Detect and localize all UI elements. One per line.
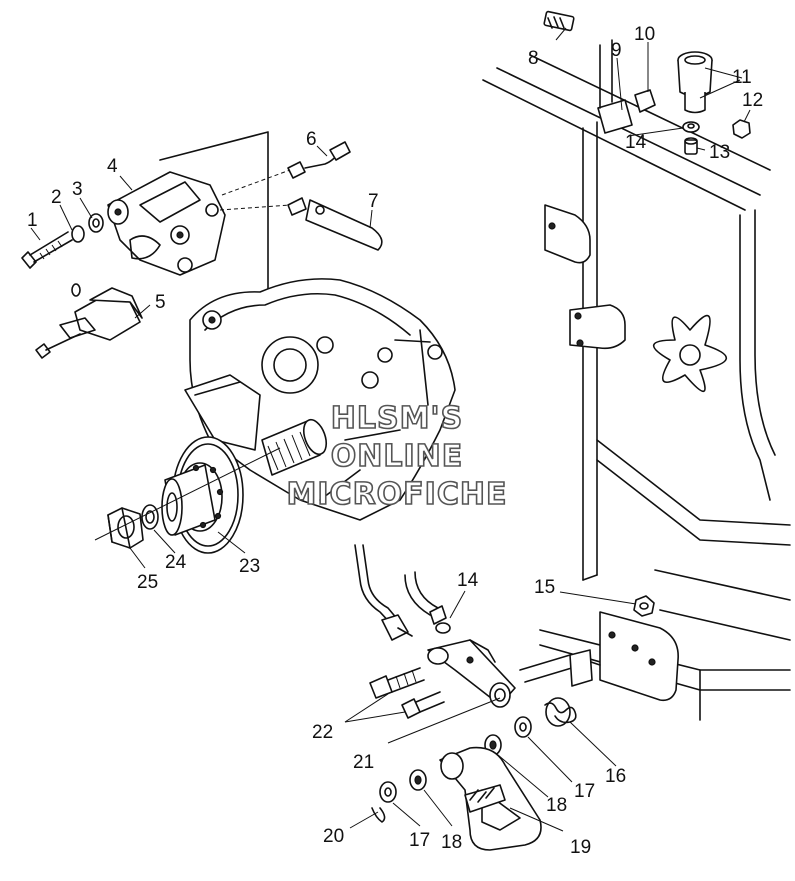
callout-4: 4 [107,156,118,177]
watermark-line-2: ONLINE [331,439,464,474]
watermark-line-1: HLSM'S [331,401,463,436]
watermark: HLSM'S ONLINE MICROFICHE [286,400,508,513]
callout-2: 2 [51,187,62,208]
chassis-frame [482,54,791,721]
callout-labels: 1 2 3 4 5 6 7 8 9 10 11 12 13 14 14 15 1… [27,24,763,858]
callout-14-upper: 14 [625,132,647,153]
callout-23: 23 [239,556,260,577]
callout-20: 20 [323,826,344,847]
callout-6: 6 [306,129,317,150]
callout-3: 3 [72,179,83,200]
callout-19: 19 [570,837,591,858]
callout-25: 25 [137,572,158,593]
callout-7: 7 [368,191,379,212]
callout-8: 8 [528,48,539,69]
callout-22: 22 [312,722,333,743]
callout-15: 15 [534,577,555,598]
callout-24: 24 [165,552,187,573]
brake-disc [161,436,244,554]
lower-linkage-assembly [354,544,655,851]
callout-17-right: 17 [574,781,595,802]
callout-11: 11 [732,67,752,88]
callout-18-left: 18 [441,832,462,853]
callout-13: 13 [709,142,730,163]
hex-nut [107,507,144,549]
callout-10: 10 [634,24,655,45]
washer [141,504,159,530]
callout-17-left: 17 [409,830,430,851]
callout-12: 12 [742,90,763,111]
callout-16: 16 [605,766,626,787]
callout-14-lower: 14 [457,570,479,591]
watermark-line-3: MICROFICHE [287,477,508,512]
callout-9: 9 [611,40,622,61]
callout-1: 1 [27,210,38,231]
callout-21: 21 [353,752,374,773]
callout-5: 5 [155,292,166,313]
leader-lines [30,27,751,832]
brake-caliper-assembly [21,141,383,359]
master-cylinder-assembly [543,10,751,155]
callout-18-right: 18 [546,795,567,816]
